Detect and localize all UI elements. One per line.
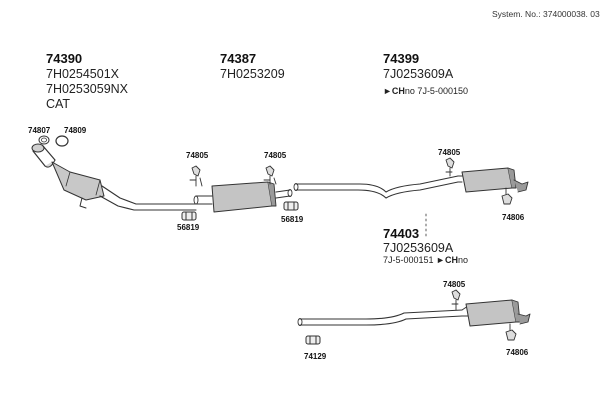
callout-74805: 74805	[186, 151, 209, 160]
clamp-56819-left	[181, 211, 197, 221]
callout-74805: 74805	[443, 280, 466, 289]
callout-74805: 74805	[264, 151, 287, 160]
oem-code: 7H0253059NX	[46, 82, 129, 96]
hanger-74806-rear	[501, 187, 513, 205]
callout-74806: 74806	[506, 348, 529, 357]
part-number-74403: 74403	[383, 226, 420, 241]
fitment-note: 7J-5-000151 ►CHno	[383, 255, 468, 265]
oem-code: 7J0253609A	[383, 241, 454, 255]
callout-74807: 74807	[28, 126, 51, 135]
callout-56819: 56819	[281, 215, 304, 224]
callout-74805: 74805	[438, 148, 461, 157]
hanger-74806-alt	[505, 323, 517, 341]
clamp-56819-right	[283, 201, 299, 211]
hanger-74805-right	[263, 165, 277, 185]
hanger-74805-rear	[445, 157, 455, 177]
catalytic-converter-pipe	[31, 143, 197, 211]
clamp-74129	[305, 335, 321, 345]
gasket-74809	[55, 135, 69, 147]
callout-56819: 56819	[177, 223, 200, 232]
oem-code: 7H0253209	[220, 67, 285, 81]
callout-74806: 74806	[502, 213, 525, 222]
oem-code: 7H0254501X	[46, 67, 119, 81]
fitment-note: ►CHno 7J-5-000150	[383, 86, 468, 96]
rear-pipe-74399	[293, 167, 529, 199]
clamp-74807	[38, 135, 50, 145]
oem-code: CAT	[46, 97, 71, 111]
part-number-74387: 74387	[220, 51, 257, 66]
callout-74809: 74809	[64, 126, 87, 135]
part-number-74390: 74390	[46, 51, 83, 66]
centre-silencer	[193, 181, 293, 213]
callout-74129: 74129	[304, 352, 327, 361]
system-number: System. No.: 374000038. 03	[492, 9, 600, 19]
rear-pipe-74403	[297, 299, 531, 327]
hanger-74805-left	[189, 165, 203, 187]
hanger-74805-alt	[451, 289, 461, 311]
part-number-74399: 74399	[383, 51, 420, 66]
oem-code: 7J0253609A	[383, 67, 454, 81]
